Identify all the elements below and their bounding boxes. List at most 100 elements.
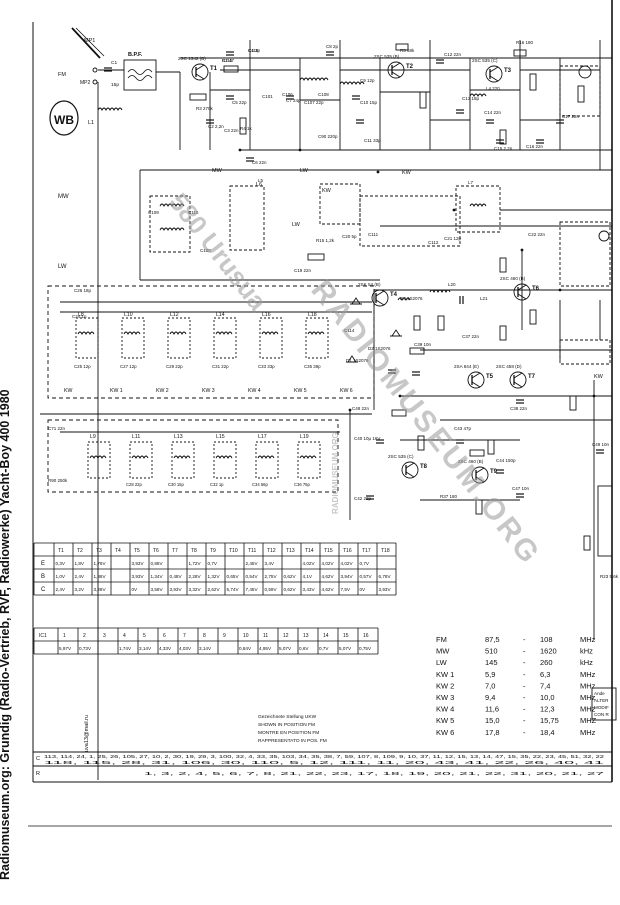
voltage-table-cell-2-16: 7,5V: [341, 587, 351, 592]
transistor-type: 2SC 460 (B): [500, 276, 526, 281]
transistor-type: 2SK 54 (B): [358, 282, 381, 287]
coil-bottom-winding-4: [257, 455, 275, 460]
voltage-table-cell-0-15: 4,02V: [322, 561, 335, 566]
resistor-r220k: [469, 449, 485, 457]
kw-osc-box: [359, 195, 461, 247]
ic-table-cell-1: 5,97V: [59, 646, 72, 651]
voltage-table-cell-2-0: C: [41, 587, 46, 593]
coil-top-3: [213, 317, 237, 359]
transistor-label: T3: [504, 68, 512, 74]
voltage-table-cell-1-17: 0,57V: [360, 574, 373, 579]
switch-mw-label: MW: [212, 168, 223, 174]
l7-coil: [469, 203, 487, 208]
junction-dot: [452, 208, 456, 212]
l1-label: L1: [88, 120, 94, 126]
voltage-table-cell-1-10: 0,65V: [227, 574, 240, 579]
component-label-60: R90 250k: [48, 478, 68, 483]
brand-logo-mark: WB: [54, 113, 74, 127]
component-label-24: R3 270k: [196, 106, 214, 111]
component-label-46: L21: [480, 296, 488, 301]
resistor-r16: [513, 49, 527, 57]
freq-to-0: 108: [540, 635, 553, 644]
position-note-1: SHOWN IN POSITION FM: [258, 722, 315, 728]
junction-dot: [398, 394, 402, 398]
coil-bottom-2: [171, 441, 195, 479]
coil-top-cap-3: C31 22p: [212, 364, 229, 369]
transistor-type: 2SC 1342 (B): [178, 56, 206, 61]
ic-table-header-13: 13: [303, 633, 309, 639]
voltage-table-cell-2-14: 3,43V: [303, 587, 316, 592]
coil-bottom-winding-2: [173, 455, 191, 460]
component-label-41: C114: [344, 328, 355, 333]
transistor-label: T2: [406, 64, 414, 70]
cf2-symbol: [598, 230, 610, 242]
coil-bottom-cap-3: C32 1p: [210, 482, 224, 487]
coil-bottom-0: [87, 441, 111, 479]
resistor-r100k: [569, 395, 577, 411]
resistor-r560k: [499, 257, 507, 273]
freq-to-6: 12,3: [540, 705, 555, 714]
voltage-table-header-4: T4: [115, 548, 121, 554]
voltage-table-cell-1-12: 2,75V: [265, 574, 278, 579]
transistor-type: 2SC 460 (B): [458, 459, 484, 464]
coil-bottom-1: [129, 441, 153, 479]
component-label-51: C40 10μ 16V: [354, 436, 380, 441]
junction-dot: [592, 394, 596, 398]
grid-row-r: 1, 3, 2, 4, 5, 6, 7, 8, 21, 22, 23, 17, …: [144, 771, 606, 776]
freq-unit-3: MHz: [580, 670, 596, 679]
junction-dot: [520, 248, 524, 252]
ic-table-cell-8: 3,14V: [199, 646, 212, 651]
voltage-table-cell-2-12: 0,59V: [265, 587, 278, 592]
voltage-table-cell-1-11: 0,54V: [246, 574, 259, 579]
coil-top-name-5: L18: [308, 312, 317, 318]
junction-dot: [298, 148, 302, 152]
component-label-12: C9 12p: [360, 78, 375, 83]
voltage-table-cell-0-9: 0,7V: [208, 561, 218, 566]
resistor-r330: [487, 439, 495, 455]
fm-input-label: FM: [58, 72, 66, 78]
mw-ferrite-box: [149, 195, 191, 253]
voltage-table-cell-0-17: 0,7V: [360, 561, 370, 566]
freq-unit-6: MHz: [580, 705, 596, 714]
freq-dash-0: -: [523, 635, 526, 644]
component-label-23: C17 22n: [562, 114, 580, 119]
mp2-label: MP2: [80, 80, 91, 86]
component-label-3: C8 2p: [326, 44, 339, 49]
freq-band-3: KW 1: [436, 670, 454, 679]
voltage-table-header-17: T17: [362, 548, 371, 554]
l3-coil: [339, 81, 365, 86]
freq-band-5: KW 3: [436, 693, 454, 702]
component-label-22: C16 22n: [526, 144, 544, 149]
freq-unit-5: MHz: [580, 693, 596, 702]
voltage-table-header-10: T10: [229, 548, 238, 554]
c1-value: 15p: [111, 82, 119, 88]
antenna-mp1-label: MP1: [84, 38, 95, 44]
coil-top-cap-5: C35 39p: [304, 364, 321, 369]
transistor-emitter: [391, 71, 401, 78]
coil-top-5: [305, 317, 329, 359]
voltage-table-cell-1-7: 0,48V: [170, 574, 183, 579]
transistor-collector: [471, 372, 481, 379]
ic-table-header-15: 15: [343, 633, 349, 639]
ic-table-header-5: 5: [143, 633, 146, 639]
freq-to-4: 7,4: [540, 681, 550, 690]
f1-filter-symbol: [578, 65, 592, 79]
transistor-collector: [475, 467, 485, 474]
resistor-r100b: [437, 315, 445, 331]
resistor-r5: [395, 43, 409, 51]
junction-dot: [558, 288, 562, 292]
freq-unit-1: kHz: [580, 647, 593, 656]
switch-kw-label: KW: [402, 170, 412, 176]
freq-from-2: 145: [485, 658, 498, 667]
mp1-terminal: [92, 67, 98, 73]
resistor-r11: [529, 73, 537, 91]
cutoff-note-box: [591, 687, 617, 721]
component-label-35: C20 5p: [342, 234, 357, 239]
component-label-59: C71 22n: [48, 426, 66, 431]
coil-top-winding-0: [77, 331, 95, 336]
voltage-table-cell-1-2: 2,4V: [75, 574, 85, 579]
transistor-collector: [489, 66, 499, 73]
component-label-42: D1 1S2076: [346, 358, 369, 363]
voltage-table-cell-1-1: 1,0V: [56, 574, 66, 579]
cutoff-note-3: CON R: [594, 712, 609, 717]
